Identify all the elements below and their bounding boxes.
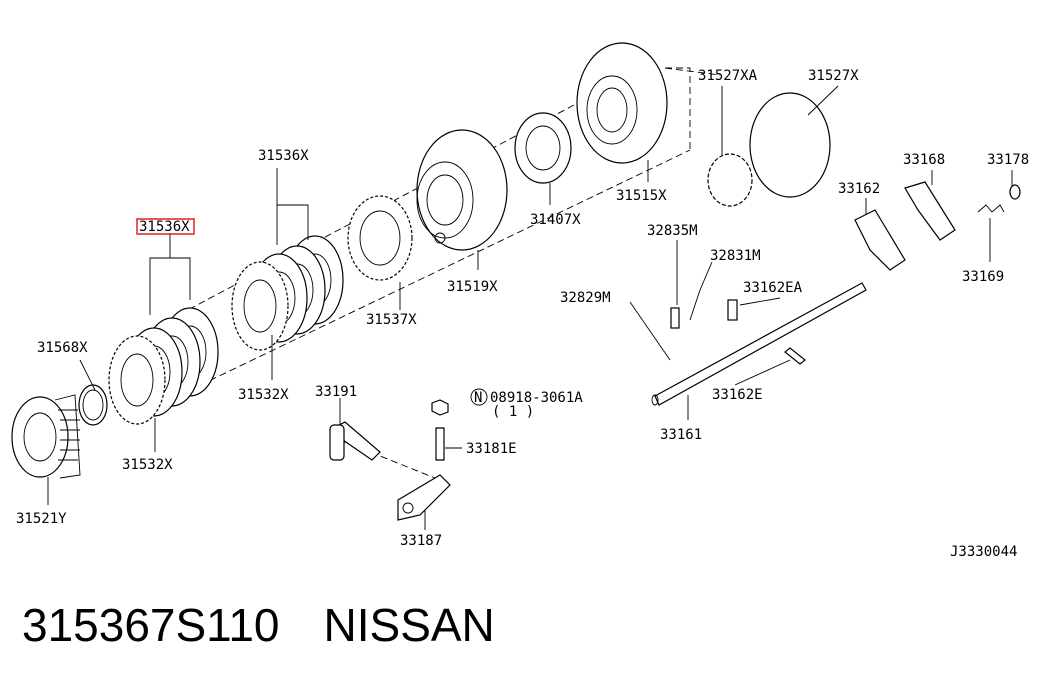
leader-lines xyxy=(47,85,1013,530)
piston-axis xyxy=(664,67,721,150)
label-08918-prefix: N xyxy=(474,390,482,406)
label-33162[interactable]: 33162 xyxy=(838,181,880,197)
snap-ring-31568x[interactable] xyxy=(78,384,108,426)
hub-31521y[interactable] xyxy=(11,394,81,479)
label-31536x-lower[interactable]: 31536X xyxy=(139,219,190,235)
spring-33169[interactable] xyxy=(977,204,1005,213)
label-33161[interactable]: 33161 xyxy=(660,427,702,443)
label-31519x[interactable]: 31519X xyxy=(447,279,498,295)
label-31536x-upper[interactable]: 31536X xyxy=(258,148,309,164)
pin-33162ea[interactable] xyxy=(727,299,738,321)
fork-33168[interactable] xyxy=(904,181,956,241)
label-32829m[interactable]: 32829M xyxy=(560,290,611,306)
bolt-33181e[interactable] xyxy=(435,427,445,461)
shift-rod-33161[interactable] xyxy=(651,282,867,406)
label-33191[interactable]: 33191 xyxy=(315,384,357,400)
label-08918-qty: ( 1 ) xyxy=(492,404,534,420)
label-31527xa[interactable]: 31527XA xyxy=(698,68,758,84)
label-33162e[interactable]: 33162E xyxy=(712,387,763,403)
label-33181e[interactable]: 33181E xyxy=(466,441,517,457)
seal-31407x[interactable] xyxy=(514,112,572,184)
plate-31537x[interactable] xyxy=(347,195,413,281)
label-31568x[interactable]: 31568X xyxy=(37,340,88,356)
assembly-axis xyxy=(149,69,691,391)
lever-33191[interactable] xyxy=(328,421,381,461)
label-32831m[interactable]: 32831M xyxy=(710,248,761,264)
piston-31515x[interactable] xyxy=(576,42,668,164)
label-32835m[interactable]: 32835M xyxy=(647,223,698,239)
brand-name: NISSAN xyxy=(323,599,495,651)
footer: 315367S110 NISSAN xyxy=(22,598,495,652)
fork-33162[interactable] xyxy=(854,209,906,271)
label-33187[interactable]: 33187 xyxy=(400,533,442,549)
ring-33178[interactable] xyxy=(1009,184,1021,200)
arm-33187[interactable] xyxy=(397,474,451,521)
label-31521y[interactable]: 31521Y xyxy=(16,511,67,527)
diagram-code: J3330044 xyxy=(950,544,1017,560)
label-33178[interactable]: 33178 xyxy=(987,152,1029,168)
label-33162ea[interactable]: 33162EA xyxy=(743,280,803,296)
part-number: 315367S110 xyxy=(22,599,280,651)
clutch-pack-lower[interactable] xyxy=(108,307,219,425)
label-31515x[interactable]: 31515X xyxy=(616,188,667,204)
label-08918[interactable]: 08918-3061A xyxy=(490,390,583,406)
clutch-pack-upper[interactable] xyxy=(231,235,344,351)
seal-31527x[interactable] xyxy=(749,92,831,198)
parts-diagram: 31536X 31536X 31568X 31532X 31532X 31521… xyxy=(11,42,1029,560)
label-31532x-upper[interactable]: 31532X xyxy=(238,387,289,403)
label-31527x[interactable]: 31527X xyxy=(808,68,859,84)
pin-33162e[interactable] xyxy=(784,347,806,365)
label-31537x[interactable]: 31537X xyxy=(366,312,417,328)
label-31407x[interactable]: 31407X xyxy=(530,212,581,228)
nut-08918[interactable] xyxy=(431,399,449,416)
label-31532x-lower[interactable]: 31532X xyxy=(122,457,173,473)
retainer-31519x[interactable] xyxy=(416,129,508,251)
highlight-box xyxy=(136,218,195,235)
label-33169[interactable]: 33169 xyxy=(962,269,1004,285)
bolt-32835m[interactable] xyxy=(670,307,680,329)
seal-31527xa[interactable] xyxy=(707,153,753,207)
standard-part-marker xyxy=(470,388,488,406)
label-33168[interactable]: 33168 xyxy=(903,152,945,168)
